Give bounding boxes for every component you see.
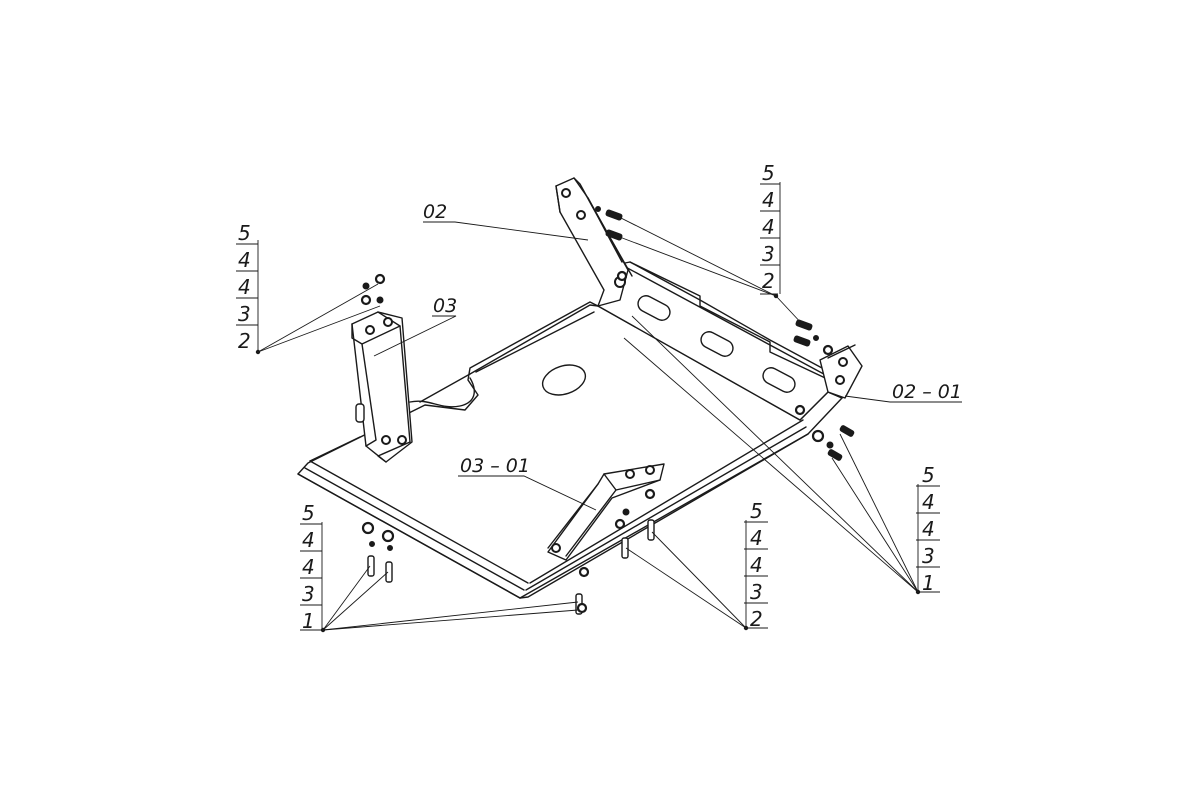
callout-stack-bottom-mid: 5 4 4 3 2	[743, 499, 768, 631]
stack-bottom-left-item: 1	[302, 609, 315, 633]
stack-bottom-left-item: 4	[302, 555, 315, 579]
hardware-left-stack	[360, 273, 386, 306]
stack-right-item: 5	[922, 463, 935, 487]
stack-left-item: 3	[238, 302, 251, 326]
leader-lines	[257, 215, 962, 631]
bracket-03-01	[547, 463, 665, 561]
label-03-01: 03 – 01	[460, 455, 530, 477]
stack-left-item: 4	[238, 248, 251, 272]
stack-top-right-item: 5	[762, 161, 775, 185]
stack-left-item: 5	[238, 221, 251, 245]
hardware-top-right	[595, 206, 834, 416]
stack-right-item: 3	[922, 544, 935, 568]
bracket-03	[351, 311, 413, 463]
hardware-bottom-mid	[575, 488, 656, 615]
stack-bottom-left-item: 4	[302, 528, 315, 552]
label-02-01: 02 – 01	[892, 381, 962, 403]
callout-stack-right: 5 4 4 3 1	[915, 463, 940, 595]
rear-flange	[597, 261, 863, 421]
label-03: 03	[433, 295, 457, 317]
stack-bottom-mid-item: 4	[750, 553, 763, 577]
callout-stack-top-right: 5 4 4 3 2	[760, 161, 781, 299]
stack-right-item: 4	[922, 517, 935, 541]
skid-plate	[297, 301, 843, 599]
hardware-bottom-left	[361, 521, 395, 583]
callout-stack-left: 5 4 4 3 2	[236, 221, 261, 355]
stack-top-right-item: 4	[762, 188, 775, 212]
stack-left-item: 2	[238, 329, 251, 353]
hardware-right	[811, 425, 855, 461]
stack-top-right-item: 2	[762, 269, 775, 293]
stack-bottom-mid-item: 5	[750, 499, 763, 523]
stack-bottom-mid-item: 3	[750, 580, 763, 604]
part-labels: 02 03 02 – 01 03 – 01	[423, 201, 962, 477]
stack-right-item: 1	[922, 571, 935, 595]
stack-bottom-left-item: 3	[302, 582, 315, 606]
stack-top-right-item: 4	[762, 215, 775, 239]
label-02: 02	[423, 201, 447, 223]
bracket-02	[555, 177, 633, 307]
stack-bottom-mid-item: 2	[750, 607, 763, 631]
stack-left-item: 4	[238, 275, 251, 299]
stack-bottom-mid-item: 4	[750, 526, 763, 550]
stack-top-right-item: 3	[762, 242, 775, 266]
stack-bottom-left-item: 5	[302, 501, 315, 525]
stack-right-item: 4	[922, 490, 935, 514]
callout-stack-bottom-left: 5 4 4 3 1	[300, 501, 326, 633]
